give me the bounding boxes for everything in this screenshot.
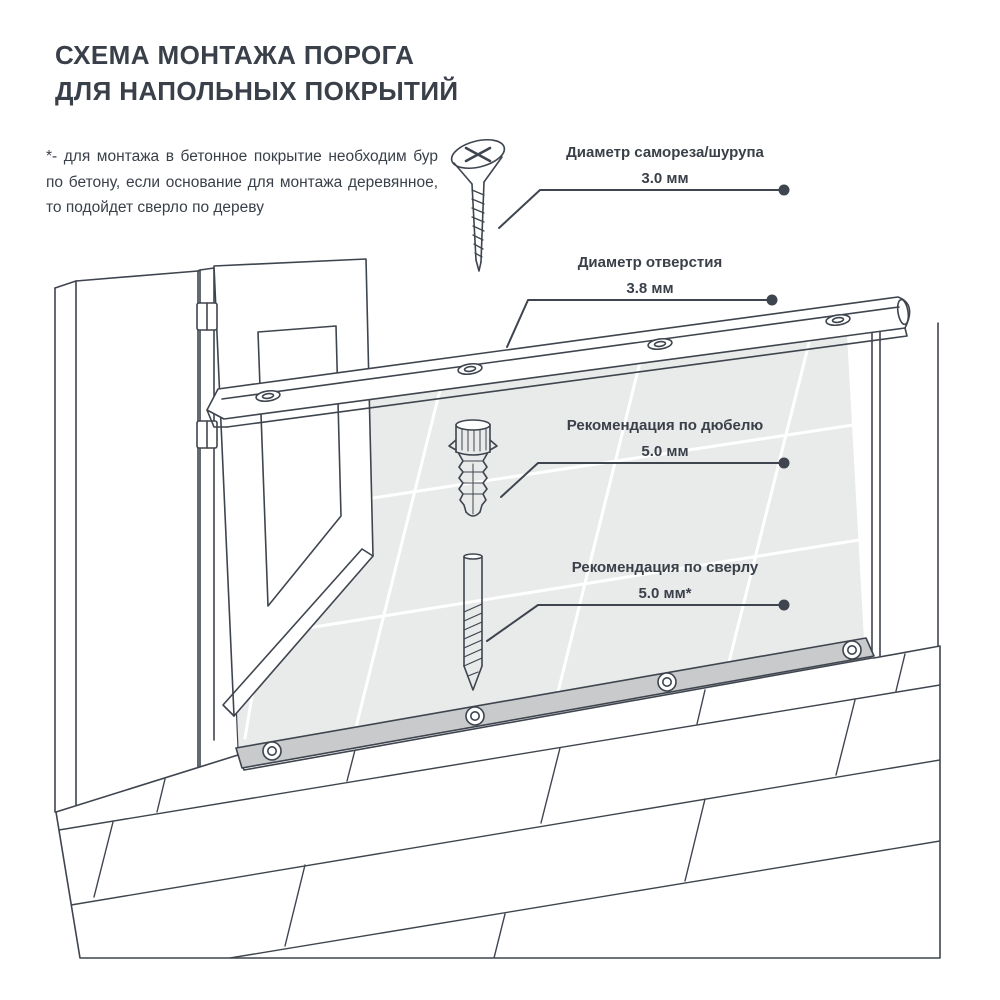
callout-dowel-label: Рекомендация по дюбелю — [566, 417, 764, 434]
threshold-profile — [206, 296, 911, 428]
leader-dowel — [500, 462, 785, 498]
plank-floor — [55, 645, 941, 959]
callout-drill-value: 5.0 мм* — [638, 585, 692, 602]
callout-screw-label: Диаметр самореза/шурупа — [566, 144, 764, 161]
leader-dots — [766, 184, 790, 611]
threshold-screw-hole — [255, 313, 851, 403]
callout-hole-diameter: Диаметр отверстия 3.8 мм — [530, 254, 770, 297]
page-title-line1: СХЕМА МОНТАЖА ПОРОГА — [55, 40, 415, 70]
leader-drill — [486, 604, 785, 642]
callout-hole-value: 3.8 мм — [626, 280, 674, 297]
leader-screw — [498, 189, 785, 229]
threshold-base-strip — [235, 637, 875, 769]
base-strip-hole — [262, 640, 862, 761]
leader-dot — [778, 184, 790, 196]
screw-illustration — [450, 138, 506, 272]
leader-hole — [506, 299, 773, 348]
leader-dot — [778, 457, 790, 469]
leader-lines — [486, 189, 785, 642]
callout-drill-label: Рекомендация по сверлу — [571, 559, 759, 576]
callout-dowel-recommendation: Рекомендация по дюбелю 5.0 мм — [545, 417, 785, 460]
page-title: СХЕМА МОНТАЖА ПОРОГА ДЛЯ НАПОЛЬНЫХ ПОКРЫ… — [55, 38, 459, 110]
callout-dowel-value: 5.0 мм — [641, 443, 689, 460]
dowel-illustration — [448, 419, 498, 517]
callout-screw-value: 3.0 мм — [641, 170, 689, 187]
left-door-jamb — [54, 267, 215, 813]
door-hinge — [196, 302, 218, 449]
page-title-line2: ДЛЯ НАПОЛЬНЫХ ПОКРЫТИЙ — [55, 75, 459, 106]
callout-drill-recommendation: Рекомендация по сверлу 5.0 мм* — [545, 559, 785, 602]
callout-hole-label: Диаметр отверстия — [577, 254, 723, 271]
leader-dot — [766, 294, 778, 306]
footnote-text: *- для монтажа в бетонное покрытие необх… — [46, 148, 438, 217]
callout-screw-diameter: Диаметр самореза/шурупа 3.0 мм — [545, 144, 785, 187]
leader-dot — [778, 599, 790, 611]
drill-bit-illustration — [463, 553, 483, 691]
